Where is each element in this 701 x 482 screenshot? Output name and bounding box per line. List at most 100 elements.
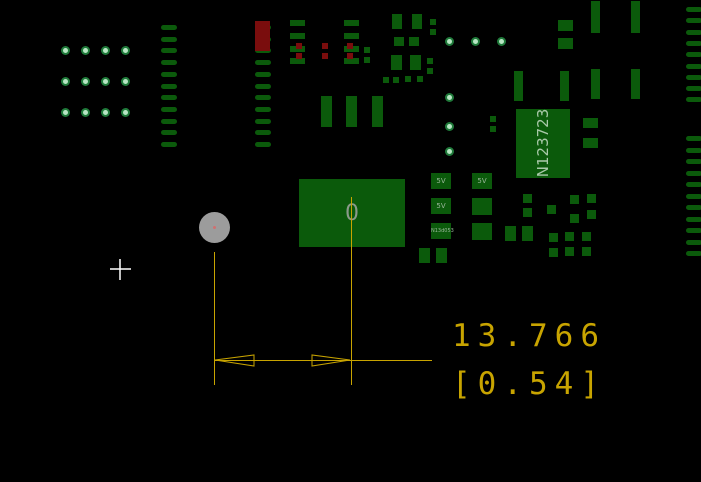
smd-pad[interactable] [290, 46, 305, 52]
smd-pad[interactable] [290, 33, 305, 39]
connector-pin[interactable] [255, 71, 271, 77]
connector-pin[interactable] [686, 205, 701, 210]
smd-pad[interactable] [549, 233, 558, 242]
large-pad[interactable]: 0 [299, 179, 405, 247]
pad-5v-2[interactable]: 5V [472, 173, 492, 189]
connector-pin[interactable] [255, 83, 271, 89]
connector-pin[interactable] [686, 86, 701, 92]
connector-pin[interactable] [255, 60, 271, 66]
connector-pin[interactable] [161, 83, 177, 89]
via[interactable] [61, 77, 70, 86]
connector-pin[interactable] [161, 71, 177, 77]
smd-pad[interactable] [392, 14, 402, 29]
smd-pad[interactable] [296, 53, 302, 59]
smd-pad[interactable] [558, 38, 573, 49]
connector-pin[interactable] [255, 95, 271, 101]
connector-pin[interactable] [255, 118, 271, 124]
via[interactable] [445, 147, 454, 156]
via[interactable] [61, 46, 70, 55]
via[interactable] [81, 77, 90, 86]
smd-pad[interactable] [346, 96, 357, 127]
connector-pin[interactable] [686, 228, 701, 233]
smd-pad[interactable] [570, 214, 579, 223]
smd-pad[interactable] [409, 37, 419, 46]
smd-pad[interactable] [347, 53, 353, 59]
smd-pad[interactable] [549, 248, 558, 257]
connector-pin[interactable] [686, 159, 701, 164]
connector-pin[interactable] [161, 25, 177, 30]
connector-pin[interactable] [686, 251, 701, 256]
connector-pin[interactable] [161, 142, 177, 147]
connector-pin[interactable] [255, 106, 271, 112]
smd-pad[interactable] [364, 57, 370, 63]
smd-pad[interactable] [296, 43, 302, 49]
selected-via[interactable] [199, 212, 230, 243]
smd-pad[interactable] [430, 19, 436, 25]
connector-pin[interactable] [255, 142, 271, 147]
ic-footprint[interactable]: N123723 [516, 109, 570, 178]
via[interactable] [471, 37, 480, 46]
via[interactable] [121, 108, 130, 117]
smd-pad[interactable] [565, 247, 574, 256]
connector-pin[interactable] [686, 136, 701, 141]
smd-pad[interactable] [523, 194, 532, 203]
smd-pad[interactable] [582, 232, 591, 241]
smd-pad[interactable] [364, 47, 370, 53]
smd-pad[interactable] [522, 226, 533, 241]
smd-pad[interactable] [583, 118, 598, 128]
connector-pin[interactable] [686, 97, 701, 103]
smd-pad[interactable] [344, 20, 359, 26]
smd-pad[interactable] [490, 126, 496, 132]
via[interactable] [445, 93, 454, 102]
connector-pin[interactable] [686, 7, 701, 12]
smd-pad[interactable] [405, 76, 411, 82]
smd-pad[interactable] [430, 29, 436, 35]
connector-pin[interactable] [686, 170, 701, 176]
smd-pad[interactable] [490, 116, 496, 122]
smd-pad[interactable] [344, 33, 359, 39]
smd-pad[interactable] [322, 53, 328, 59]
connector-pin[interactable] [161, 36, 177, 42]
smd-pad[interactable] [582, 247, 591, 256]
via[interactable] [101, 108, 110, 117]
smd-pad[interactable] [427, 58, 433, 64]
smd-pad[interactable] [587, 194, 596, 203]
pad-5v-1[interactable]: 5V [431, 173, 451, 189]
smd-pad[interactable] [417, 76, 423, 82]
connector-pin[interactable] [161, 118, 177, 124]
smd-pad[interactable] [523, 208, 532, 217]
connector-pin[interactable] [686, 182, 701, 187]
smd-pad[interactable] [383, 77, 389, 83]
smd-pad[interactable] [344, 58, 359, 64]
via[interactable] [445, 37, 454, 46]
pad-highlighted[interactable] [255, 21, 270, 51]
pad-net[interactable]: N13d053 [431, 223, 454, 239]
smd-pad[interactable] [558, 20, 573, 31]
connector-pin[interactable] [161, 130, 177, 136]
pad-5v-3[interactable]: 5V [431, 198, 451, 214]
smd-pad[interactable] [290, 58, 305, 64]
smd-pad[interactable] [514, 71, 523, 101]
connector-pin[interactable] [686, 74, 701, 80]
connector-pin[interactable] [161, 95, 177, 101]
connector-pin[interactable] [161, 106, 177, 112]
connector-pin[interactable] [161, 60, 177, 66]
connector-pin[interactable] [686, 216, 701, 222]
smd-pad[interactable] [583, 138, 598, 148]
smd-pad[interactable] [322, 43, 328, 49]
smd-pad[interactable] [505, 226, 516, 241]
via[interactable] [121, 77, 130, 86]
smd-pad[interactable] [547, 205, 556, 214]
smd-pad[interactable] [347, 43, 353, 49]
connector-pin[interactable] [686, 18, 701, 24]
smd-pad[interactable] [372, 96, 383, 127]
smd-pad[interactable] [631, 69, 640, 99]
smd-pad[interactable] [472, 198, 492, 215]
via[interactable] [121, 46, 130, 55]
smd-pad[interactable] [412, 14, 422, 29]
smd-pad[interactable] [321, 96, 332, 127]
smd-pad[interactable] [344, 46, 359, 52]
connector-pin[interactable] [255, 130, 271, 136]
connector-pin[interactable] [686, 29, 701, 35]
